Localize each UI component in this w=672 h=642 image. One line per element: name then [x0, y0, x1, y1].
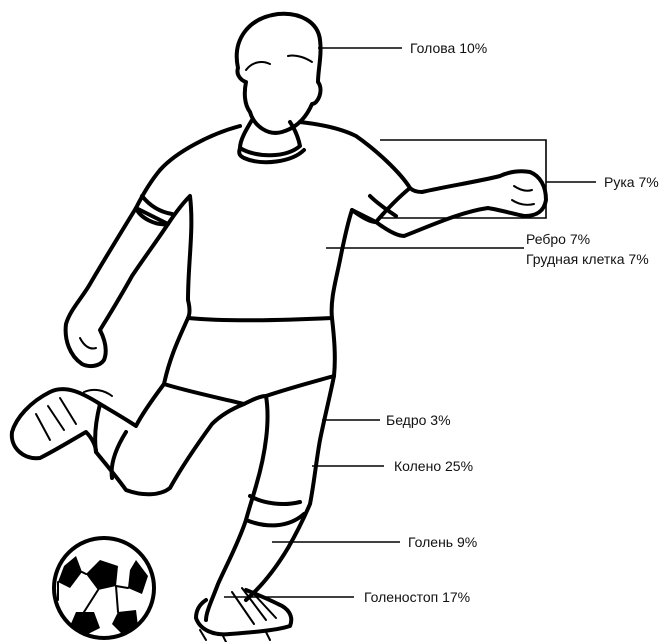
- label-thigh: Бедро 3%: [386, 412, 451, 428]
- player-left-arm: [66, 208, 168, 366]
- player-collar: [239, 120, 304, 162]
- player-shirt: [136, 122, 410, 320]
- leader-lines: [224, 48, 596, 597]
- label-knee: Колено 25%: [394, 458, 473, 474]
- label-ankle: Голеностоп 17%: [364, 589, 470, 605]
- player-right-arm: [376, 171, 546, 236]
- label-shin: Голень 9%: [408, 534, 477, 550]
- label-arm: Рука 7%: [604, 174, 659, 190]
- label-chest: Грудная клетка 7%: [526, 251, 649, 267]
- player-front-boot: [196, 588, 291, 642]
- soccer-ball: [54, 538, 154, 638]
- label-head: Голова 10%: [410, 40, 487, 56]
- player-head: [237, 14, 321, 133]
- label-rib: Ребро 7%: [526, 231, 590, 247]
- player-shorts: [164, 318, 335, 404]
